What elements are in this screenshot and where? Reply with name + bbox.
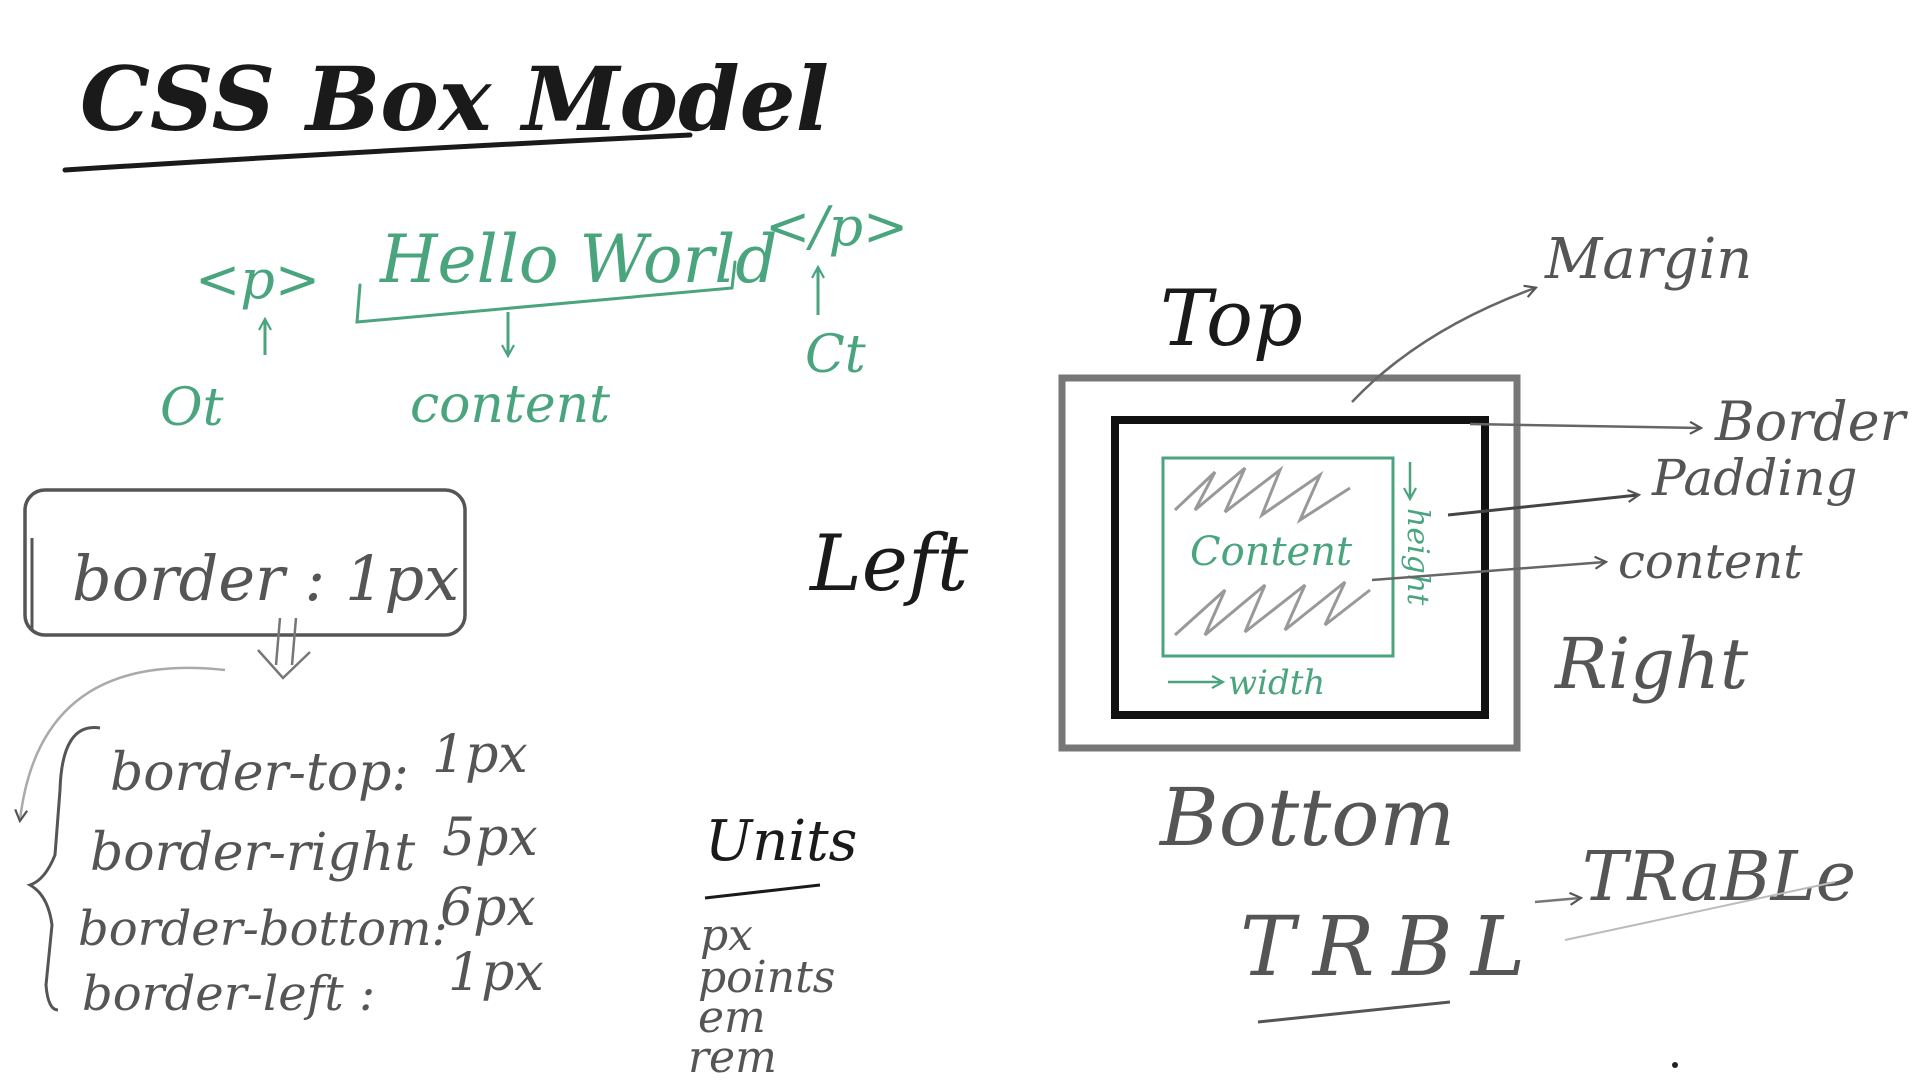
trbl-underline [1257,1000,1451,1024]
title-underline [62,132,693,173]
side-left-label: Left [808,519,969,609]
unit-rem: rem [688,1032,777,1080]
content-out-label: content [1618,534,1803,590]
content-shading-bottom [1173,580,1371,637]
content-label: content [410,375,610,435]
content-inner-label: Content [1190,529,1353,575]
height-label: height [1400,508,1435,606]
hello-world-text: Hello World [379,221,778,298]
border-shorthand: border : 1px border-top: 1px border-righ… [20,488,544,1022]
expand-arrow-head [257,649,311,680]
close-tag-label: Ct [805,325,866,385]
border-left-prop: border-left : [82,966,375,1022]
units-heading: Units [705,809,857,874]
border-right-prop: border-right [90,823,415,883]
border-label: Border [1714,390,1909,453]
padding-arrow [1447,495,1638,517]
border-top-value: 1px [432,725,528,785]
side-top-label: Top [1160,274,1303,364]
ink-dot [1672,1062,1678,1068]
open-tag-label: Ot [160,378,224,438]
border-shorthand-text: border : 1px [72,542,459,615]
page-title: CSS Box Model [80,47,829,151]
margin-label: Margin [1544,227,1752,292]
content-box [1161,456,1395,658]
padding-label: Padding [1651,449,1857,507]
content-bracket [355,260,737,324]
box-model-diagram: Top Left Right Bottom Content height wid… [808,227,1909,864]
open-tag: <p> [195,248,320,311]
border-left-value: 1px [448,943,544,1003]
unit-em: em [698,992,766,1043]
content-shading-top [1173,465,1351,524]
unit-points: points [698,952,835,1003]
expand-arrow-line-2 [290,617,298,666]
trbl-abbr: TRBL [1240,900,1543,995]
margin-arrow [1351,288,1535,403]
expand-curve-arrow [20,666,226,820]
trbl-arrow [1534,898,1580,902]
border-bottom-prop: border-bottom: [78,901,448,957]
expand-arrow-line-1 [274,617,282,666]
border-bottom-value: 6px [440,878,536,938]
border-box [1111,416,1489,719]
html-example: <p> Hello World </p> Ot content Ct [160,195,908,438]
unit-px: px [700,910,753,961]
content-arrow-out [1371,562,1605,582]
side-right-label: Right [1553,623,1749,705]
margin-box [1058,374,1521,752]
trble-underline [1564,881,1836,941]
border-top-prop: border-top: [110,743,409,803]
shorthand-box [23,488,467,637]
close-tag: </p> [765,195,908,258]
expanded-brace [26,726,101,1012]
side-bottom-label: Bottom [1158,771,1455,864]
width-label: width [1228,663,1325,703]
units-list: Units px points em rem [688,809,857,1080]
trbl-mnemonic: TRBL TRaBLe [1240,838,1856,1024]
border-arrow [1469,424,1700,428]
trbl-mnemonic-text: TRaBLe [1582,838,1856,917]
units-underline [704,883,821,900]
border-right-value: 5px [442,808,538,868]
